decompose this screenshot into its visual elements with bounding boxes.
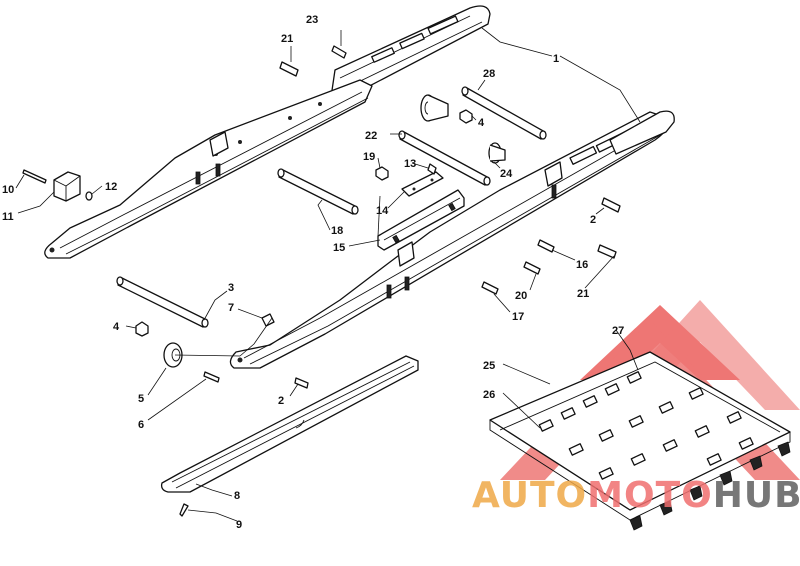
cross-shaft-18: [277, 168, 359, 215]
callout-14: 14: [376, 205, 389, 217]
callout-8: 8: [234, 490, 240, 502]
left-slide-rail: [44, 79, 373, 259]
callout-25: 25: [483, 360, 495, 372]
clip-7: [261, 313, 275, 327]
callout-26: 26: [483, 389, 495, 401]
callout-21: 21: [281, 33, 293, 45]
callout-12: 12: [105, 181, 117, 193]
right-slide-rail: [229, 110, 675, 369]
bolt-10: [22, 169, 47, 184]
bracket-15: [377, 189, 465, 251]
nut-4-upper: [459, 109, 473, 124]
callout-4: 4: [478, 117, 485, 129]
washer-12: [85, 191, 93, 201]
bolt-6: [203, 371, 220, 383]
bolt-2-upper: [601, 197, 621, 213]
cross-shaft-22: [398, 130, 491, 186]
bolt-23: [331, 45, 347, 59]
bolt-21-upper: [279, 61, 299, 77]
watermark-part-c: HUB: [712, 475, 800, 516]
callout-21: 21: [577, 288, 589, 300]
callout-1: 1: [553, 53, 559, 65]
callout-9: 9: [236, 519, 242, 531]
callout-27: 27: [612, 325, 624, 337]
cross-shaft-28: [461, 86, 547, 140]
nut-19: [375, 166, 389, 181]
track-clips: [538, 371, 754, 480]
callout-7: 7: [228, 302, 234, 314]
callout-4: 4: [113, 321, 120, 333]
wear-strip: [160, 355, 419, 493]
track-lugs: [629, 441, 791, 531]
rear-rail-assembly: [329, 5, 491, 105]
callout-5: 5: [138, 393, 144, 405]
callout-16: 16: [576, 259, 588, 271]
callout-23: 23: [306, 14, 318, 26]
track-section: [489, 351, 791, 531]
rear-rail: [329, 5, 491, 105]
idler-hub-lower: [488, 142, 506, 164]
nut-4-lower: [135, 321, 149, 337]
callout-20: 20: [515, 290, 527, 302]
bolt-13: [427, 163, 437, 175]
watermark-part-a: AUTO: [472, 475, 588, 516]
bolt-16: [537, 239, 555, 253]
leader-lines: [15, 27, 641, 522]
callout-24: 24: [500, 168, 513, 180]
hardware: [22, 45, 621, 517]
callout-13: 13: [404, 158, 416, 170]
watermark-text: AUTOMOTOHUB: [472, 478, 800, 514]
bolt-17: [481, 281, 499, 295]
bolt-21-lower: [597, 244, 617, 259]
callout-3: 3: [228, 282, 234, 294]
callout-11: 11: [2, 211, 14, 223]
callout-2: 2: [278, 395, 284, 407]
callout-22: 22: [365, 130, 377, 142]
callout-2: 2: [590, 214, 596, 226]
bolt-2-lower: [294, 377, 309, 389]
cross-shaft-3: [116, 276, 209, 328]
bumper-block: [53, 171, 81, 202]
bracket-14: [401, 171, 444, 197]
callout-15: 15: [333, 242, 345, 254]
callout-17: 17: [512, 311, 524, 323]
screw-9: [179, 503, 189, 517]
idler-hub-upper: [420, 94, 449, 122]
watermark-part-b: MOTO: [587, 475, 713, 516]
callout-18: 18: [331, 225, 343, 237]
bolt-20: [523, 261, 541, 275]
callout-labels: 1 2 2 3 4 4 5 6 7 8 9 10 11 12 13 14 15 …: [2, 14, 624, 531]
callout-6: 6: [138, 419, 144, 431]
callout-10: 10: [2, 184, 14, 196]
callout-28: 28: [483, 68, 495, 80]
callout-19: 19: [363, 151, 375, 163]
